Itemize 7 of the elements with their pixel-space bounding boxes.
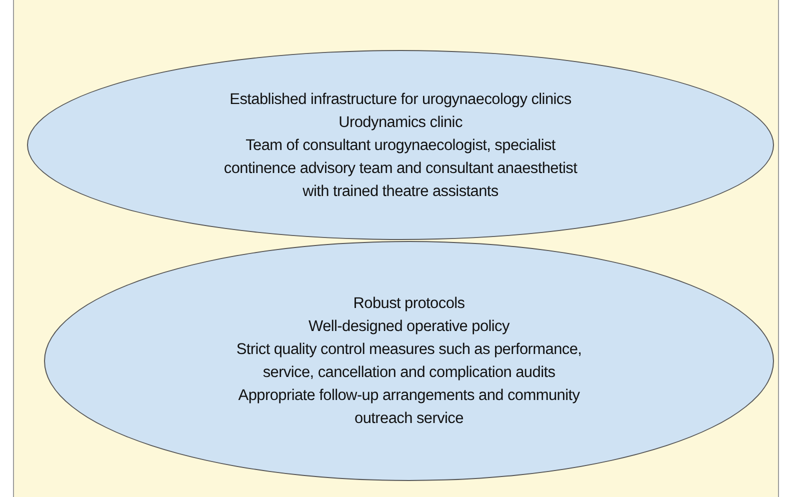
list-item-text: Well-designed operative policy [308,317,510,337]
list-item-text: Urodynamics clinic [338,112,462,132]
list-item-text: Strict quality control measures such as performance, service, cancellation and complication audits [235,340,583,383]
list-item-text: Team of consultant urogynaecologist, specialist continence advisory team and consultant anaesthetist with trained theatre assistants [222,136,578,202]
list-item-text: Established infrastructure for urogynaecology clinics [230,90,572,110]
list-item-text: Appropriate follow-up arrangements and community outreach service [237,386,581,429]
list-item-text: Robust protocols [353,294,465,314]
